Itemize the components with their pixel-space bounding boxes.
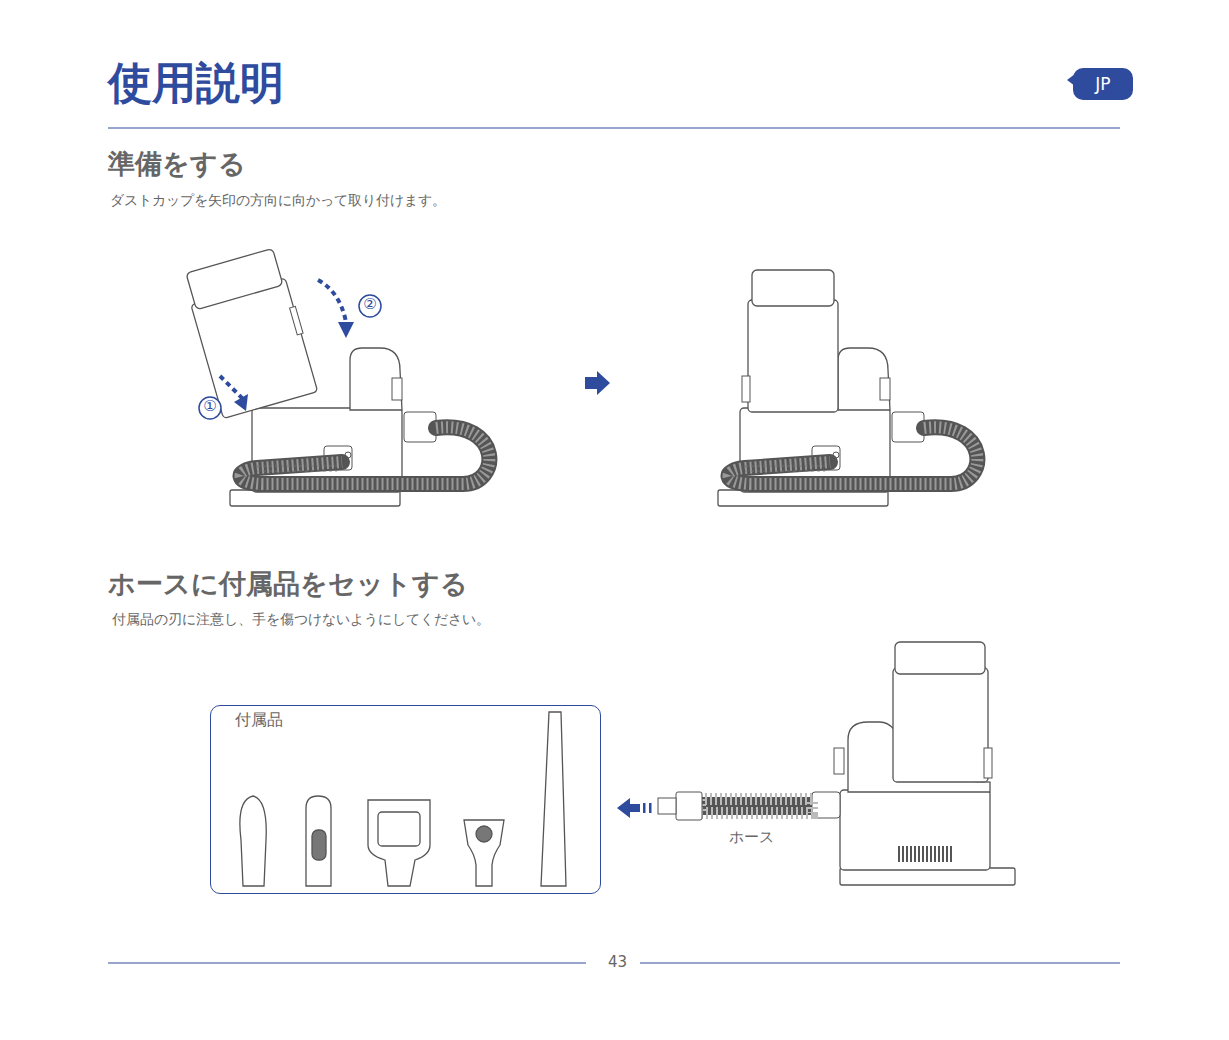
section-heading: 準備をする [108, 146, 246, 182]
vent-slot [914, 846, 916, 862]
vent-slot [910, 846, 912, 862]
panel-heading: 付属品 [235, 710, 283, 731]
callout-number: ① [203, 397, 217, 415]
vent-slot [898, 846, 900, 862]
vent-slot [902, 846, 904, 862]
language-badge: JP [1073, 68, 1133, 100]
caution-text: 付属品の刃に注意し、手を傷つけないようにしてください。 [112, 611, 490, 629]
part-name: ホース [729, 828, 774, 847]
vent-slot [950, 846, 952, 862]
vent-slot [930, 846, 932, 862]
vent-slot [946, 846, 948, 862]
page-number: 43 [604, 953, 631, 971]
vent-slot [918, 846, 920, 862]
vent-slot [926, 846, 928, 862]
callout-number: ② [363, 295, 377, 313]
badge-pointer [1067, 74, 1075, 86]
vent-slot [922, 846, 924, 862]
vent-slot [906, 846, 908, 862]
vent-slot [934, 846, 936, 862]
section-heading: ホースに付属品をセットする [108, 566, 468, 602]
accessory-panel: 付属品 [210, 705, 601, 894]
vent-slot [938, 846, 940, 862]
badge-text: JP [1073, 68, 1133, 100]
instruction-text: ダストカップを矢印の方向に向かって取り付けます。 [110, 192, 446, 210]
page-title: 使用説明 [108, 54, 284, 113]
vent-slot [942, 846, 944, 862]
